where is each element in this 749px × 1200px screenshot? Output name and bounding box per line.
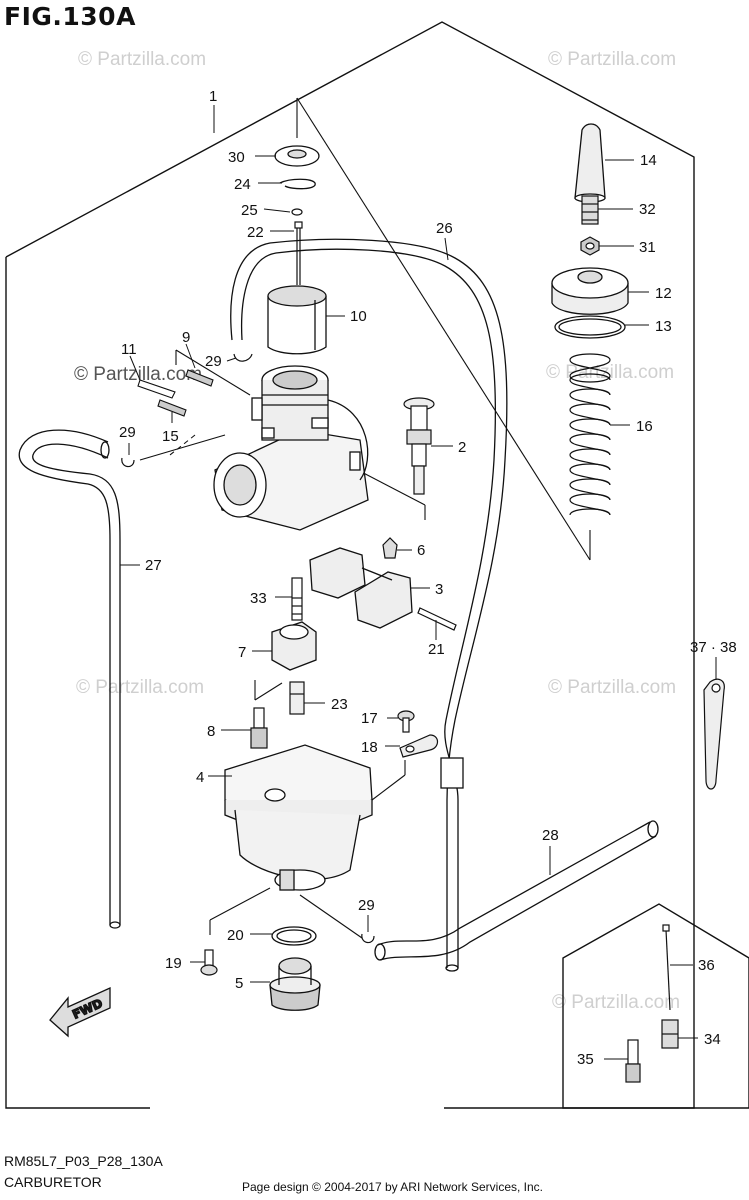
needle-clip	[279, 178, 316, 190]
part-label: 34	[704, 1031, 721, 1048]
part-label: 1	[209, 88, 217, 105]
cap-gasket	[554, 315, 626, 339]
top-cap	[551, 267, 629, 315]
figure-code: RM85L7_P03_P28_130A	[4, 1153, 163, 1169]
part-label: 16	[636, 418, 653, 435]
throttle-slide	[267, 285, 327, 355]
part-label: 25	[241, 202, 258, 219]
cable-adjuster	[581, 195, 599, 225]
needle-jet	[291, 577, 303, 621]
part-label: 27	[145, 557, 162, 574]
pilot-screw	[137, 369, 214, 417]
screw-19	[200, 949, 218, 976]
seat-washer	[274, 145, 320, 167]
figure-name: CARBURETOR	[4, 1174, 102, 1190]
hose-28	[374, 820, 659, 961]
air-screw	[403, 397, 435, 495]
part-label: 10	[350, 308, 367, 325]
screw-17	[397, 710, 415, 733]
part-label: 15	[162, 428, 179, 445]
part-label: 4	[196, 769, 204, 786]
throttle-spring	[569, 353, 611, 516]
part-label: 32	[639, 201, 656, 218]
hose-clamp-3738	[703, 678, 725, 790]
part-label: 14	[640, 152, 657, 169]
watermark: © Partzilla.com	[548, 677, 676, 698]
main-jet	[250, 707, 268, 749]
part-label: 26	[436, 220, 453, 237]
part-label: 24	[234, 176, 251, 193]
part-label: 2	[458, 439, 466, 456]
part-label: 29	[358, 897, 375, 914]
pilot-jet	[289, 681, 305, 715]
watermark: © Partzilla.com	[552, 992, 680, 1013]
part-label: 7	[238, 644, 246, 661]
copyright-notice: Page design © 2004-2017 by ARI Network S…	[242, 1180, 544, 1194]
watermark: © Partzilla.com	[548, 49, 676, 70]
part-label: 3	[435, 581, 443, 598]
part-label: 19	[165, 955, 182, 972]
figure-title: FIG.130A	[4, 2, 136, 31]
clamp-18	[399, 734, 439, 758]
float	[309, 547, 413, 629]
part-label: 12	[655, 285, 672, 302]
jet-holder	[271, 621, 317, 671]
part-label: 5	[235, 975, 243, 992]
float-chamber	[224, 744, 373, 891]
part-label: 20	[227, 927, 244, 944]
part-label: 11	[121, 341, 137, 358]
part-label: 28	[542, 827, 559, 844]
part-label: 29	[119, 424, 136, 441]
guide-lines	[139, 97, 591, 939]
watermark: © Partzilla.com	[76, 677, 204, 698]
jet-needle	[294, 221, 303, 285]
part-label: 30	[228, 149, 245, 166]
part-label: 9	[182, 329, 190, 346]
o-ring-20	[271, 926, 317, 946]
cable-adjuster-cap	[574, 123, 606, 203]
hose-26	[230, 238, 508, 972]
hose-27	[18, 429, 121, 929]
part-label: 37 · 38	[690, 639, 737, 656]
part-label: 8	[207, 723, 215, 740]
part-label: 6	[417, 542, 425, 559]
part-label: 17	[361, 710, 378, 727]
part-label: 29	[205, 353, 222, 370]
carburetor-body	[213, 365, 369, 531]
clip-ring	[291, 208, 303, 216]
float-pin	[417, 607, 457, 631]
part-label: 36	[698, 957, 715, 974]
drain-plug	[269, 957, 321, 1011]
fwd-arrow-icon: FWD	[49, 986, 111, 1038]
inset-jet-34	[661, 1019, 679, 1049]
float-clip	[382, 537, 398, 559]
part-label: 21	[428, 641, 445, 658]
part-label: 22	[247, 224, 264, 241]
watermark: © Partzilla.com	[546, 362, 674, 383]
inset-jet-35	[625, 1039, 641, 1083]
inset-frame	[562, 903, 749, 1109]
inset-jet-needle	[662, 924, 671, 1011]
part-label: 18	[361, 739, 378, 756]
part-label: 13	[655, 318, 672, 335]
watermark: © Partzilla.com	[78, 49, 206, 70]
lock-nut	[580, 236, 600, 256]
part-label: 33	[250, 590, 267, 607]
part-label: 23	[331, 696, 348, 713]
leader-lines	[120, 105, 717, 1060]
part-label: 31	[639, 239, 656, 256]
part-label: 35	[577, 1051, 594, 1068]
hose-clip	[121, 353, 375, 944]
